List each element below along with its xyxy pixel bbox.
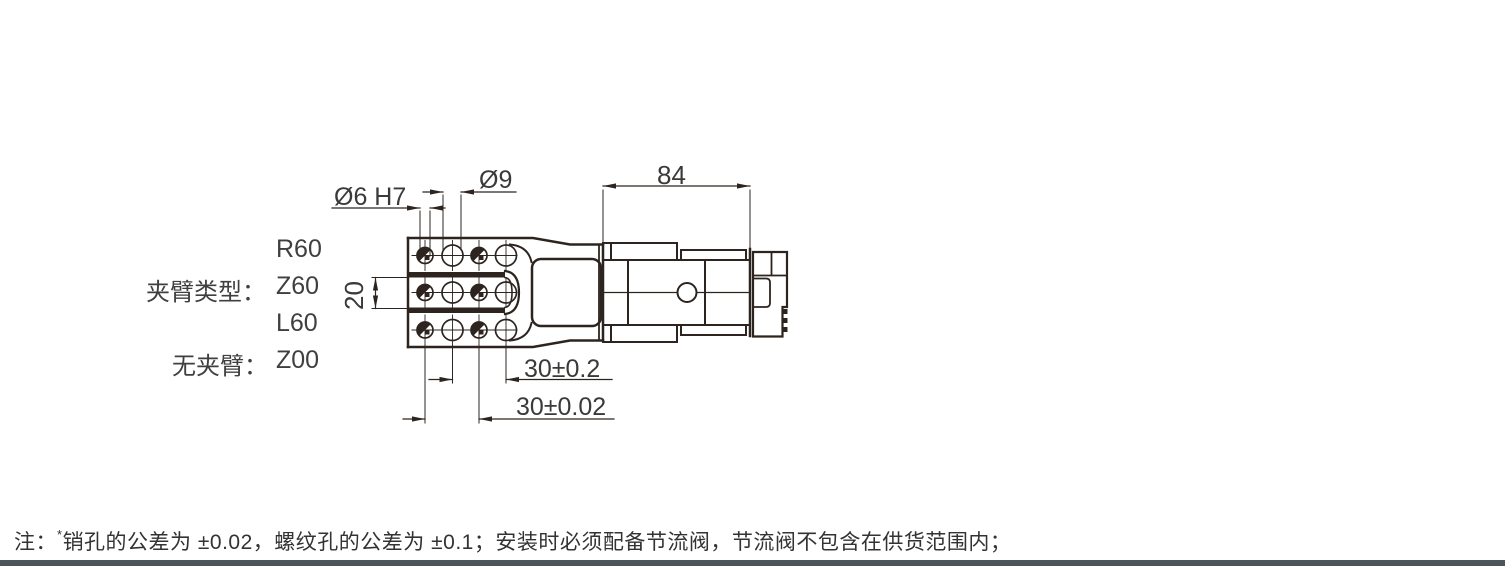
note-prefix: 注：: [14, 531, 57, 554]
section-divider: [0, 560, 1505, 566]
arm-type-code-l60: L60: [276, 309, 318, 337]
no-arm-code-z00: Z00: [276, 346, 320, 374]
arm-type-code-z60: Z60: [276, 272, 320, 300]
gripper-body: [598, 242, 752, 343]
hole-row-middle: [411, 277, 518, 308]
hole-row-top: [411, 240, 518, 271]
arm-type-label: 夹臂类型：: [146, 279, 266, 306]
dim-label-arm-thickness: 20: [338, 281, 369, 310]
tolerance-note: 注：*销孔的公差为 ±0.02，螺纹孔的公差为 ±0.1；安装时必须配备节流阀，…: [14, 526, 1011, 556]
dim-label-spacing-fine: 30±0.02: [516, 393, 607, 421]
dim-label-pin-hole: Ø6 H7: [334, 183, 407, 211]
dim-label-spacing-coarse: 30±0.2: [524, 355, 601, 383]
dim-label-thread-hole: Ø9: [479, 166, 513, 194]
dimension-lines: [331, 185, 751, 424]
arm-type-code-r60: R60: [276, 235, 322, 263]
note-asterisk: *: [57, 527, 63, 542]
dimension-arrows: [372, 183, 750, 422]
note-text: 销孔的公差为 ±0.02，螺纹孔的公差为 ±0.1；安装时必须配备节流阀，节流阀…: [62, 531, 1012, 554]
dim-label-body-length: 84: [657, 160, 686, 190]
no-arm-label: 无夹臂：: [172, 353, 268, 380]
end-cap: [751, 250, 789, 338]
hole-row-bottom: [411, 314, 518, 346]
